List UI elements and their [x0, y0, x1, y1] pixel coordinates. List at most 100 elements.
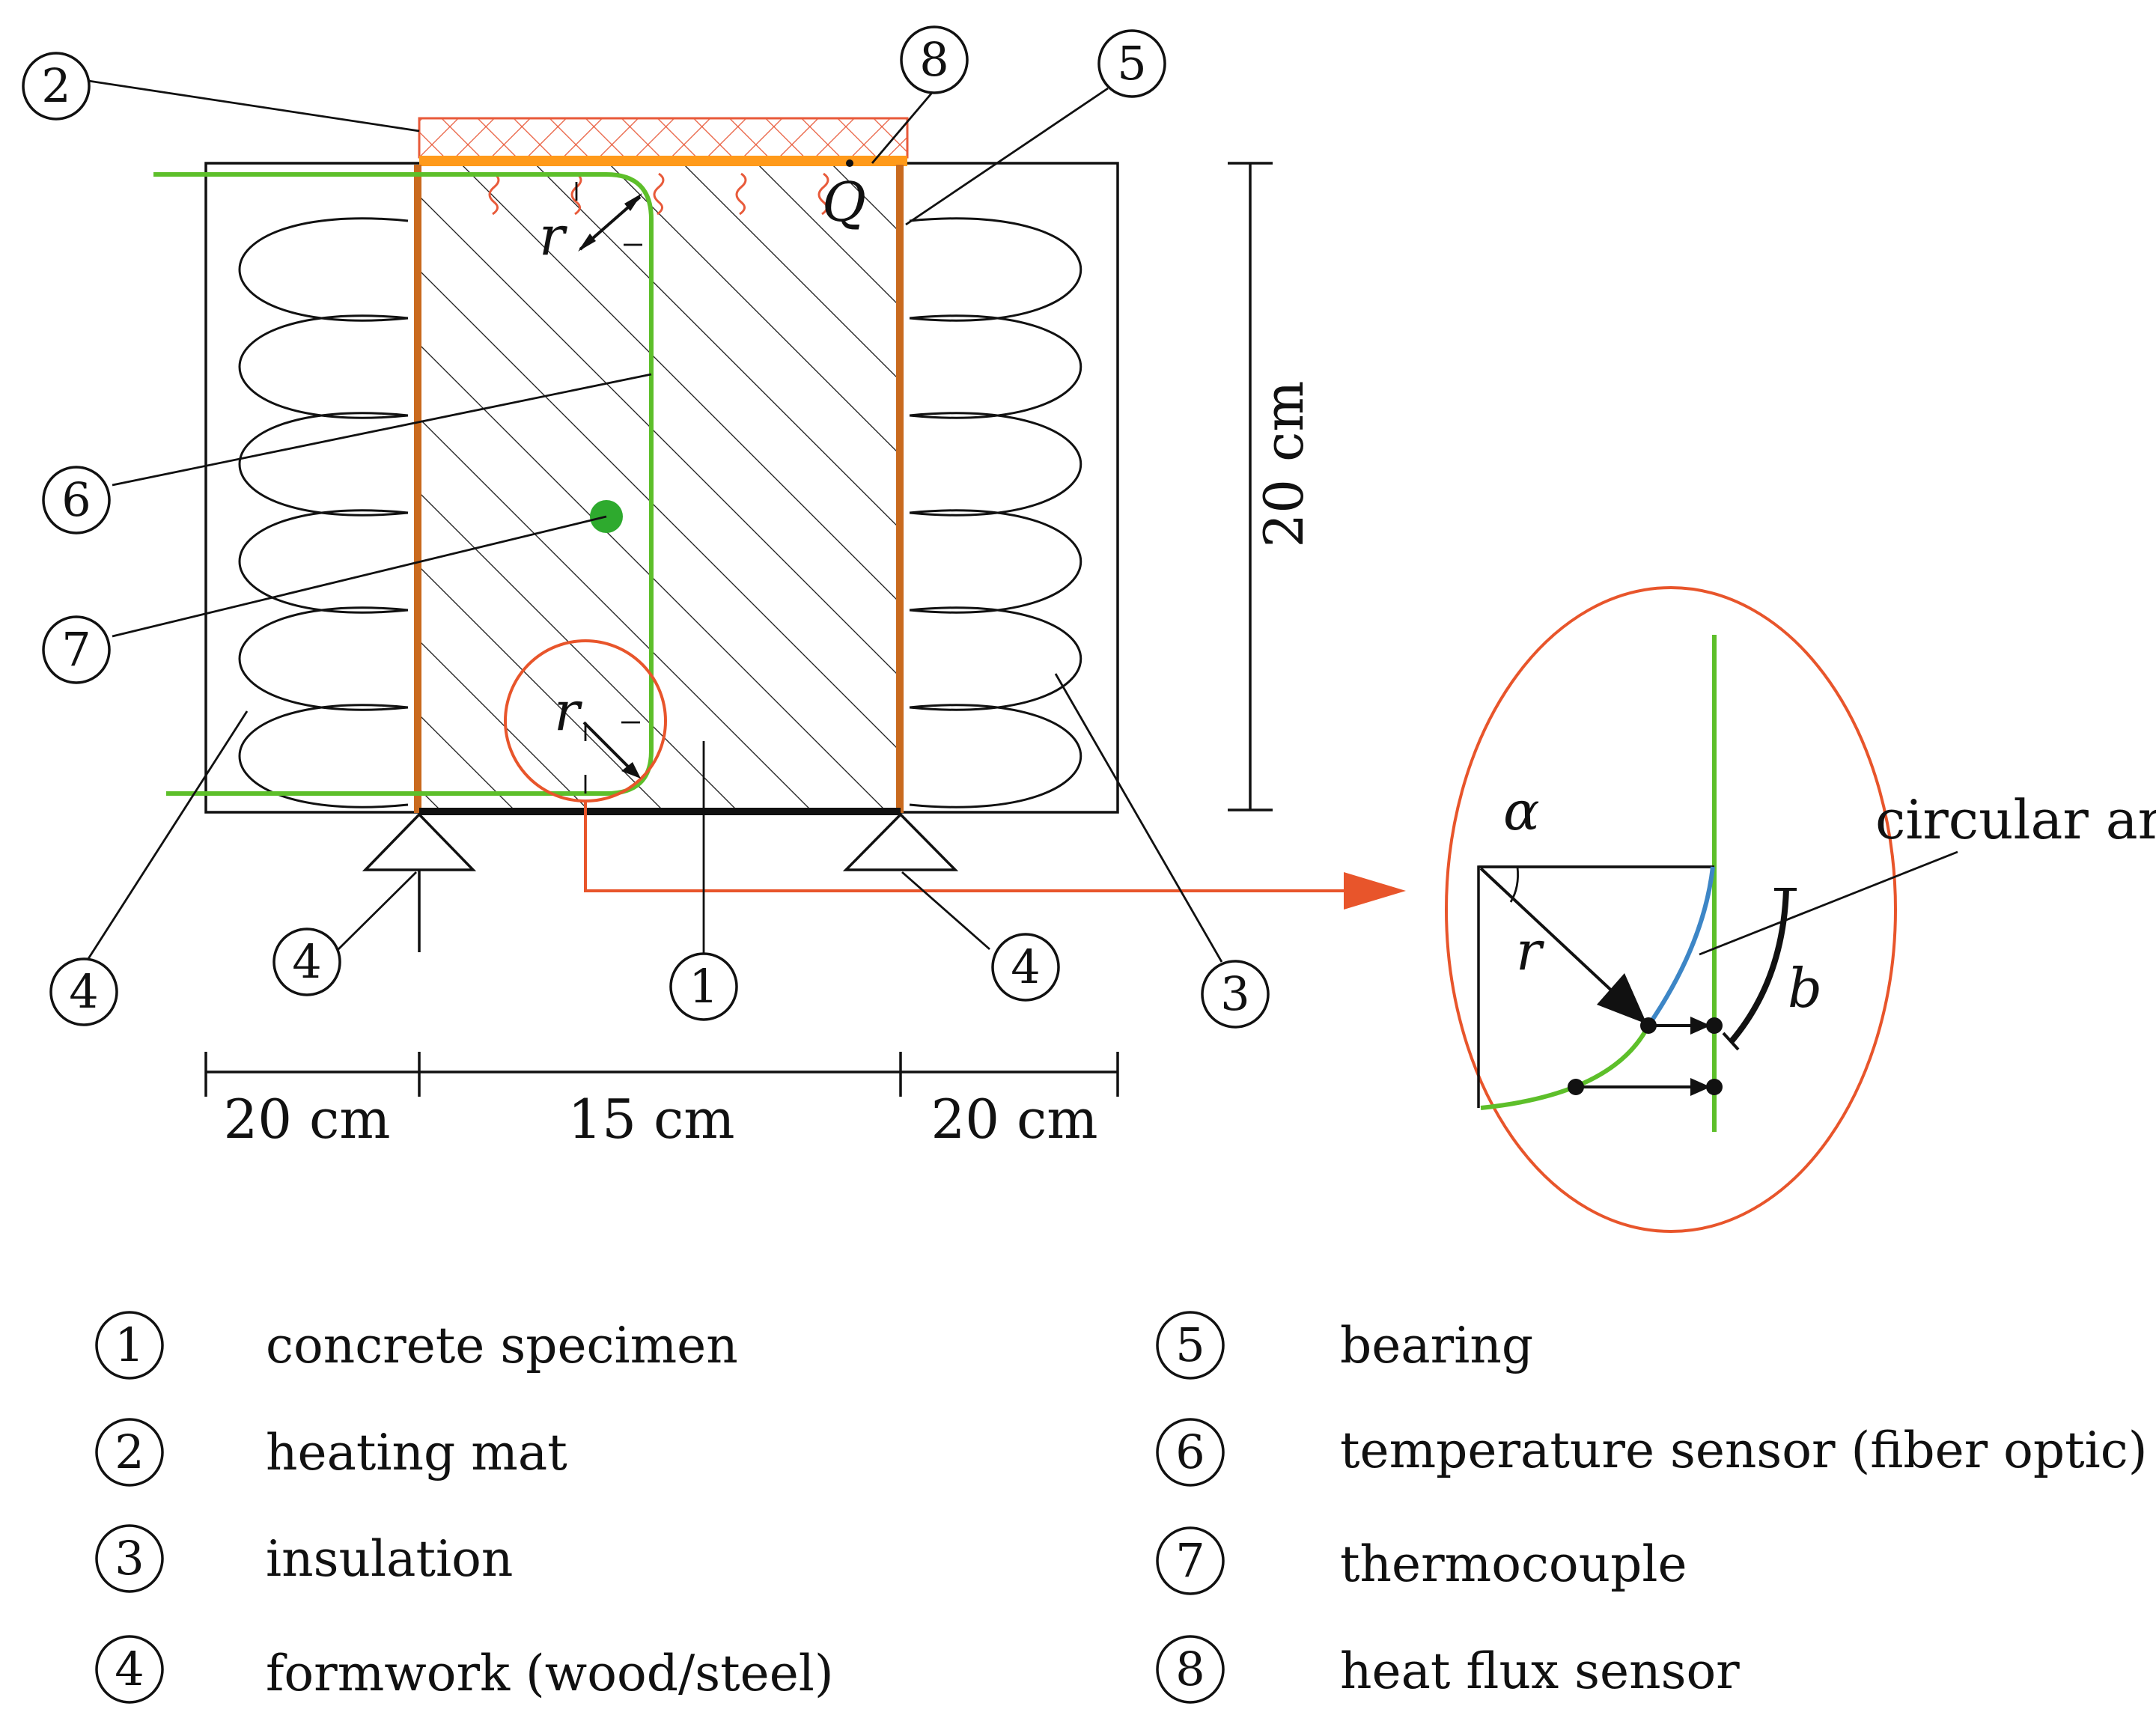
svg-text:5: 5 — [1117, 36, 1146, 91]
leader-lines — [82, 79, 1223, 966]
bearing-right — [842, 812, 959, 871]
svg-text:4: 4 — [115, 1642, 144, 1696]
svg-text:bearing: bearing — [1340, 1317, 1533, 1374]
detail-radius-line — [1479, 867, 1618, 997]
heating-mat — [418, 117, 909, 159]
insulation-loop — [238, 412, 409, 517]
svg-text:4: 4 — [292, 934, 321, 989]
height-dimension-label: 20 cm — [1252, 380, 1315, 547]
heat-flux-label: Q — [822, 171, 866, 234]
insulation-loop — [909, 412, 1082, 517]
svg-text:2: 2 — [41, 58, 70, 113]
svg-text:thermocouple: thermocouple — [1340, 1535, 1687, 1593]
legend-item-2: 2 heating mat — [95, 1418, 567, 1487]
legend-item-1: 1 concrete specimen — [95, 1311, 738, 1380]
svg-text:4: 4 — [69, 964, 98, 1019]
insulation-loop — [909, 314, 1082, 419]
projection-arrow-upper — [1690, 1017, 1711, 1035]
detail-radius-label: r — [1516, 919, 1544, 982]
angle-label: α — [1503, 779, 1540, 842]
svg-text:concrete specimen: concrete specimen — [266, 1317, 738, 1374]
insulation-loop — [238, 217, 409, 322]
legend: 1 concrete specimen 2 heating mat 3 insu… — [95, 1311, 2148, 1704]
detail-arrowhead — [1344, 872, 1406, 910]
arc-length-label: b — [1788, 957, 1822, 1020]
svg-text:1: 1 — [115, 1318, 144, 1372]
top-radius-marker — [575, 182, 642, 252]
svg-text:heat flux sensor: heat flux sensor — [1340, 1642, 1740, 1700]
callout-6: 6 — [42, 466, 111, 534]
svg-text:formwork (wood/steel): formwork (wood/steel) — [266, 1645, 834, 1702]
top-radius-label: r — [539, 204, 567, 267]
legend-item-4: 4 formwork (wood/steel) — [95, 1635, 834, 1704]
svg-text:3: 3 — [1220, 966, 1249, 1021]
legend-item-5: 5 bearing — [1156, 1311, 1533, 1380]
heating-mat-strip — [419, 156, 907, 166]
callout-4-bearing-right: 4 — [991, 933, 1060, 1002]
legend-item-3: 3 insulation — [95, 1524, 513, 1593]
insulation-loop — [238, 509, 409, 614]
svg-text:8: 8 — [919, 32, 948, 87]
bottom-radius-label: r — [554, 680, 582, 743]
formwork-left — [414, 165, 421, 813]
insulation-loop — [909, 217, 1082, 322]
detail-frame — [1477, 865, 1714, 1108]
dim-left-label: 20 cm — [223, 1088, 390, 1151]
detail-radius-arrowhead — [1597, 973, 1647, 1024]
width-dimensions — [204, 1052, 1119, 1097]
svg-text:6: 6 — [1175, 1425, 1205, 1479]
svg-text:3: 3 — [115, 1531, 144, 1586]
heat-squiggles — [488, 172, 829, 216]
callout-4-bearing-left: 4 — [272, 928, 341, 996]
detail-ellipse — [1445, 586, 1897, 1233]
heat-squiggle — [653, 172, 665, 216]
legend-item-7: 7 thermocouple — [1156, 1526, 1687, 1595]
heat-flux-point — [846, 159, 853, 167]
callout-4-left: 4 — [49, 957, 118, 1026]
heat-squiggle — [488, 172, 500, 216]
height-dimension — [1228, 162, 1273, 811]
heat-squiggle — [570, 172, 582, 216]
circular-arc-leader — [1699, 850, 1958, 956]
dim-right-label: 20 cm — [931, 1088, 1097, 1151]
svg-text:7: 7 — [61, 622, 91, 677]
bottom-radius-marker — [582, 721, 641, 794]
callout-7: 7 — [42, 615, 111, 684]
insulation-loop — [238, 704, 409, 808]
insulation-right — [909, 217, 1082, 808]
svg-text:1: 1 — [689, 959, 718, 1014]
svg-text:insulation: insulation — [266, 1530, 513, 1588]
callout-3: 3 — [1201, 960, 1270, 1029]
arc-length-marker — [1728, 889, 1789, 1044]
callout-8: 8 — [900, 25, 969, 94]
svg-text:2: 2 — [115, 1425, 144, 1479]
projection-arrow-lower — [1690, 1078, 1711, 1096]
insulation-loop — [909, 606, 1082, 711]
insulation-loop — [238, 314, 409, 419]
svg-text:7: 7 — [1175, 1533, 1205, 1588]
detail-fiber-curve — [1480, 1024, 1651, 1110]
point-curve — [1568, 1079, 1584, 1095]
circular-arc-label: circular arc — [1875, 788, 2156, 851]
point-arc-end — [1640, 1017, 1657, 1034]
svg-text:6: 6 — [61, 472, 91, 527]
callout-5: 5 — [1097, 29, 1166, 98]
bearing-left — [362, 812, 477, 952]
point-projection-upper — [1706, 1017, 1723, 1034]
legend-item-6: 6 temperature sensor (fiber optic) — [1156, 1418, 2148, 1487]
detail-connector — [584, 801, 1344, 892]
formwork-right — [896, 165, 904, 813]
insulation-loop — [238, 606, 409, 711]
insulation-loop — [909, 704, 1082, 808]
svg-text:5: 5 — [1175, 1318, 1205, 1372]
svg-text:8: 8 — [1175, 1642, 1205, 1696]
callout-1: 1 — [669, 952, 738, 1021]
insulation-left — [238, 217, 409, 808]
insulation-loop — [909, 509, 1082, 614]
callouts: 2 8 5 6 7 4 4 1 4 3 — [22, 25, 1270, 1029]
svg-text:4: 4 — [1011, 939, 1040, 994]
legend-item-8: 8 heat flux sensor — [1156, 1635, 1740, 1704]
point-projection-lower — [1706, 1079, 1723, 1095]
